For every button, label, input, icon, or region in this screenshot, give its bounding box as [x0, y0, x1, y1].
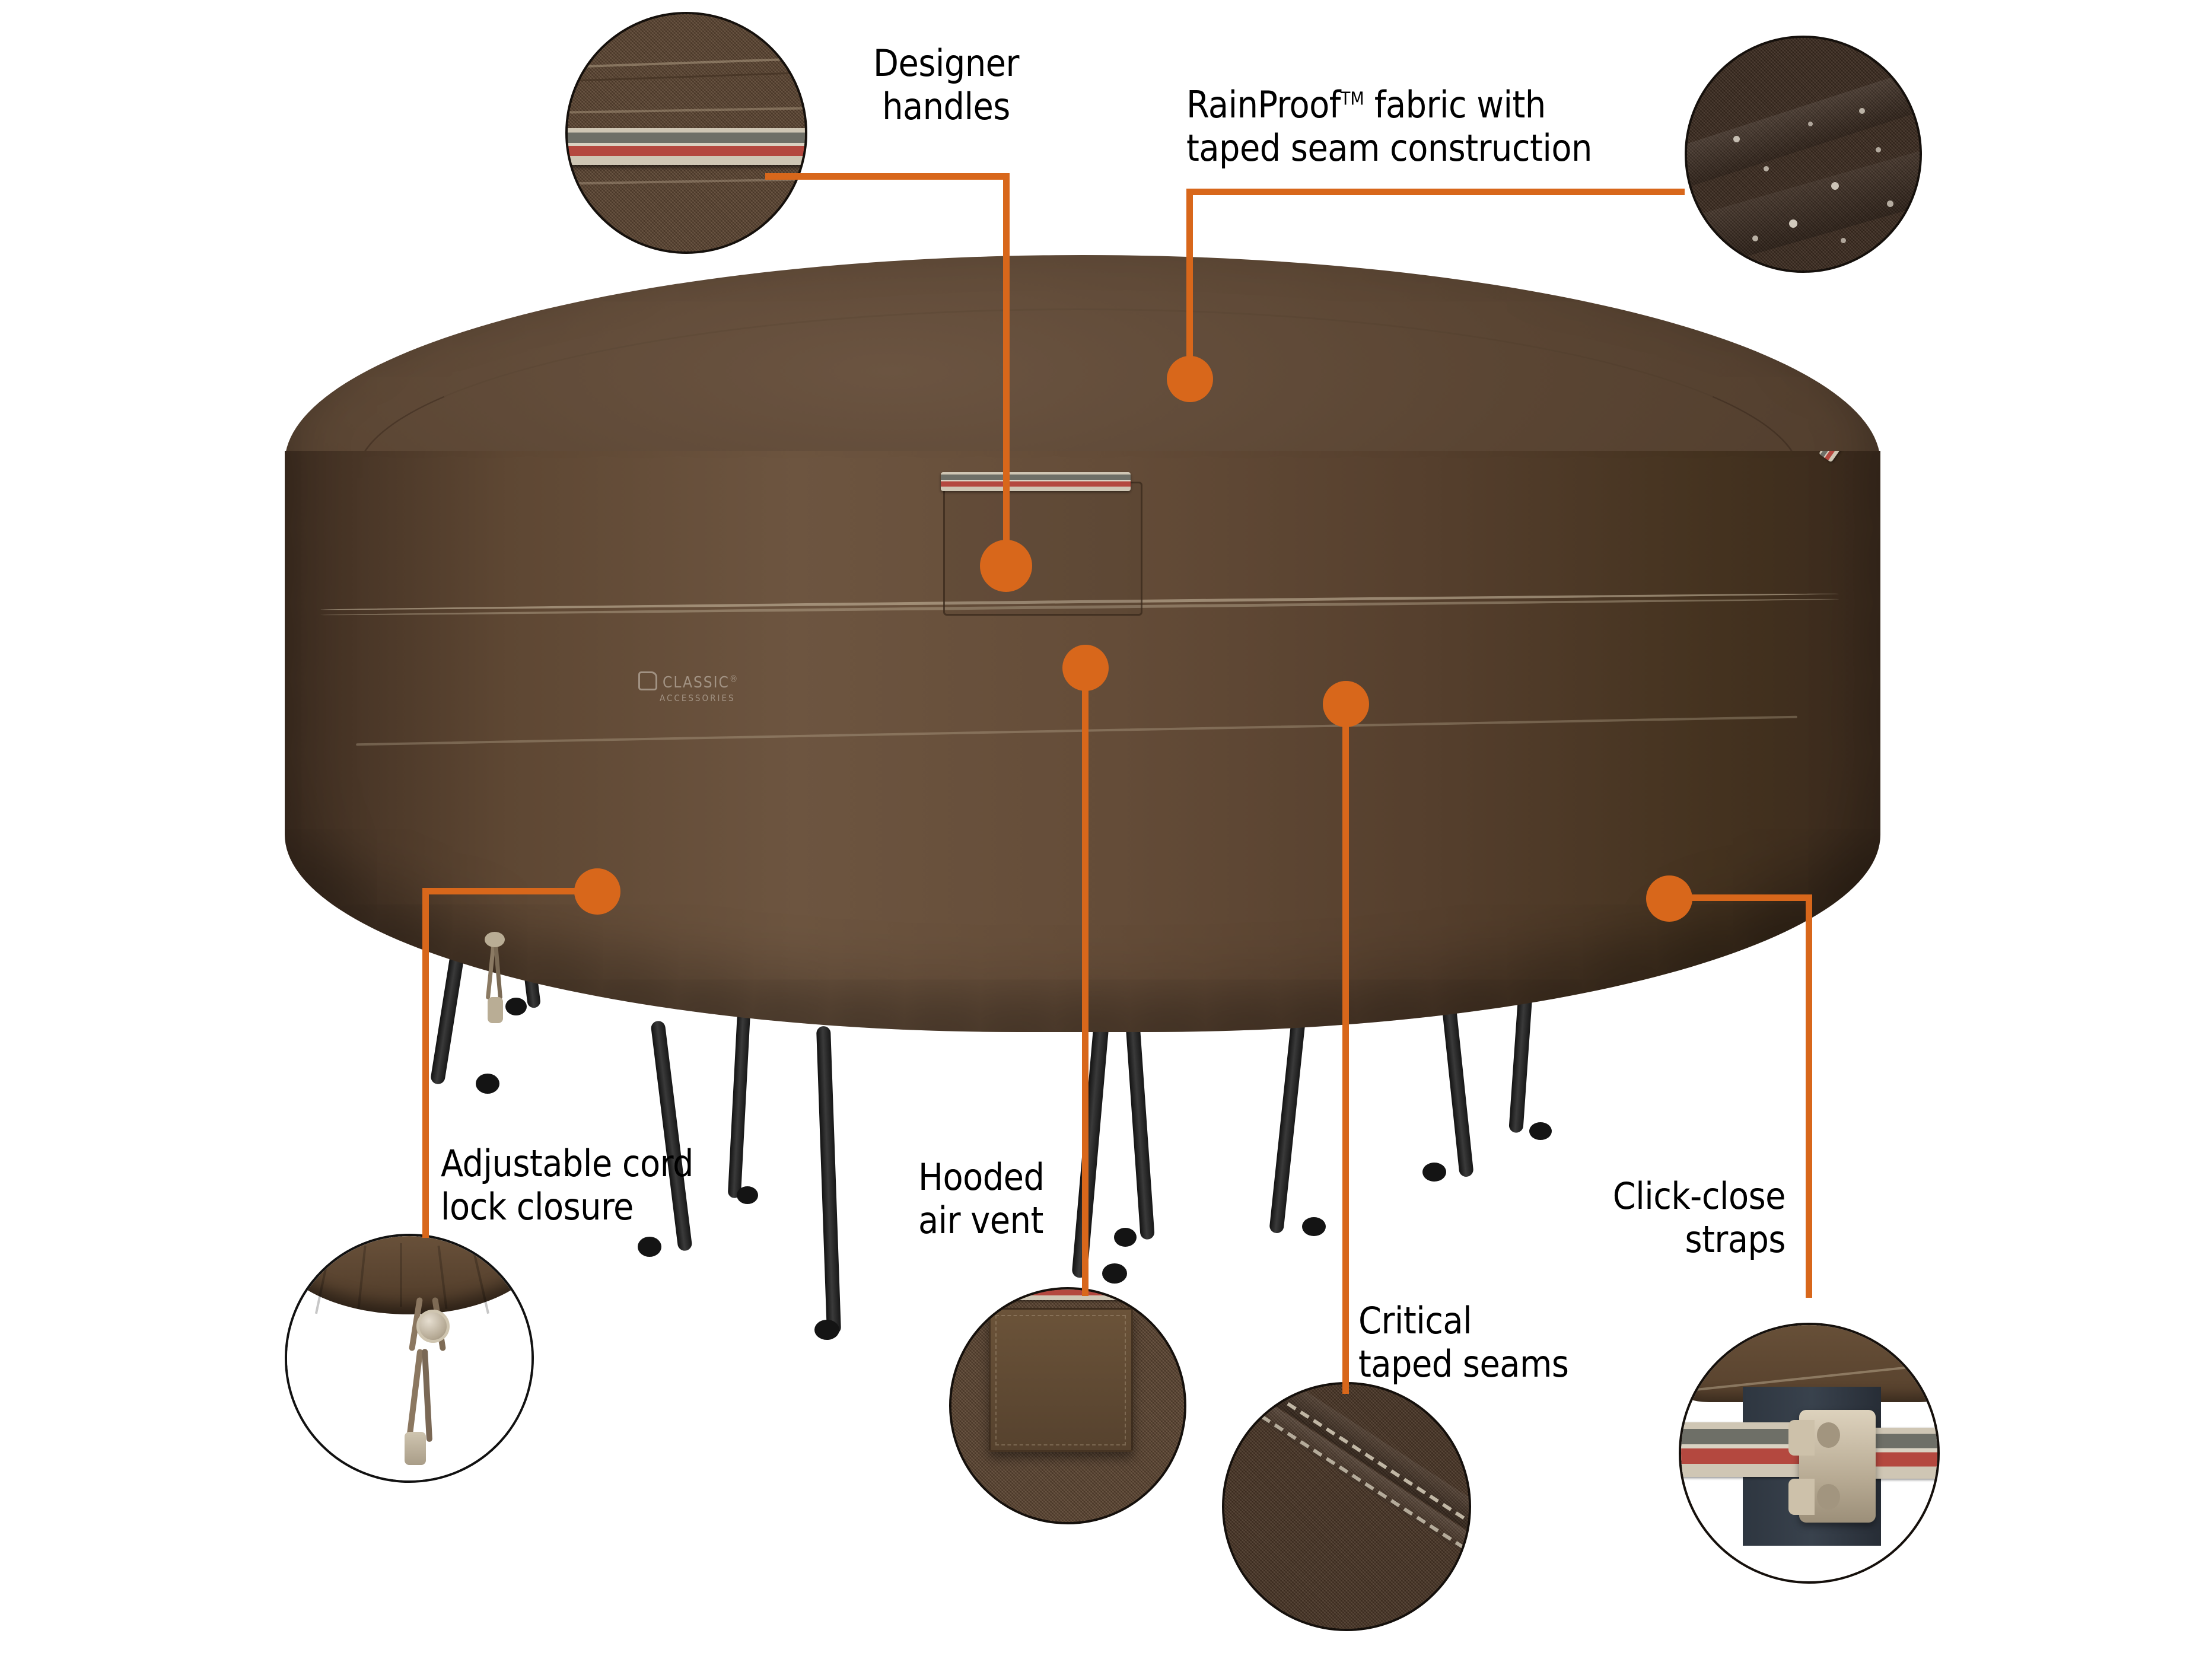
taped-seam-closeup-icon	[1224, 1384, 1469, 1629]
chair-leg-foot	[476, 1074, 499, 1094]
leader-line-adjustable-cord-lock	[422, 888, 429, 1238]
chair-leg-foot	[1114, 1228, 1137, 1247]
inset-critical-taped-seams	[1222, 1382, 1471, 1631]
chair-leg-foot	[814, 1320, 839, 1340]
chair-leg-foot	[1529, 1122, 1552, 1140]
leader-line-designer-handles	[1003, 173, 1010, 559]
trademark-symbol: TM	[1340, 88, 1364, 110]
hooded-vent-closeup-icon	[951, 1289, 1184, 1522]
leader-line-critical-taped-seams	[1342, 706, 1349, 1394]
label-rainproof-line1: RainProofTM fabric with	[1186, 83, 1546, 126]
chair-leg-foot	[1302, 1217, 1326, 1236]
brand-logo-mark	[638, 671, 657, 690]
chair-leg-foot	[505, 998, 527, 1015]
brand-logo-name: CLASSIC	[663, 674, 730, 692]
leader-line-adjustable-cord-lock	[422, 888, 598, 894]
chair-leg-foot	[737, 1186, 758, 1204]
callout-dot-critical-taped-seams	[1323, 681, 1369, 727]
brand-logo-subname: ACCESSORIES	[660, 693, 736, 703]
callout-dot-click-close-straps	[1646, 875, 1692, 922]
label-adjustable-cord-lock: Adjustable cord lock closure	[441, 1142, 693, 1229]
side-release-buckle-closeup-icon	[1681, 1325, 1937, 1581]
chair-leg-foot	[638, 1237, 661, 1257]
label-designer-handles: Designer handles	[873, 42, 1019, 129]
inset-click-close-straps	[1679, 1323, 1940, 1584]
leader-line-rainproof-fabric	[1186, 189, 1193, 372]
leader-line-click-close-straps	[1806, 894, 1812, 1298]
label-critical-taped-seams: Critical taped seams	[1358, 1299, 1569, 1386]
inset-designer-handles	[565, 12, 807, 254]
cord-lock-on-product	[480, 932, 505, 1035]
label-click-close-straps: Click-close straps	[1612, 1174, 1786, 1262]
label-hooded-air-vent: Hooded air vent	[918, 1155, 1045, 1243]
inset-hooded-air-vent	[949, 1287, 1186, 1524]
designer-handle-webbing	[941, 472, 1131, 491]
inset-adjustable-cord-lock	[285, 1234, 534, 1483]
chair-leg-foot	[1102, 1263, 1127, 1284]
chair-leg	[1125, 1020, 1155, 1240]
handle-pocket	[943, 482, 1142, 616]
brand-logo-registered: ®	[729, 673, 739, 684]
handle-webbing-closeup-icon	[568, 14, 805, 251]
product-illustration: CLASSIC® ACCESSORIES	[285, 255, 1898, 1340]
chair-leg	[816, 1026, 842, 1335]
callout-dot-rainproof-fabric	[1167, 356, 1213, 402]
leader-line-designer-handles	[765, 173, 1010, 180]
cord-lock-toggle-closeup-icon	[287, 1236, 531, 1480]
brand-logo: CLASSIC® ACCESSORIES	[638, 671, 739, 703]
callout-dot-designer-handles	[980, 540, 1032, 592]
inset-rainproof-fabric	[1685, 36, 1922, 273]
label-rainproof-line2: taped seam construction	[1186, 126, 1592, 170]
chair-leg-foot	[1422, 1163, 1446, 1182]
callout-dot-adjustable-cord-lock	[574, 868, 620, 915]
water-beading-fabric-closeup-icon	[1687, 38, 1920, 270]
leader-line-click-close-straps	[1668, 894, 1812, 901]
callout-dot-hooded-air-vent	[1062, 645, 1109, 691]
leader-line-hooded-air-vent	[1082, 658, 1089, 1296]
leader-line-rainproof-fabric	[1186, 189, 1685, 195]
